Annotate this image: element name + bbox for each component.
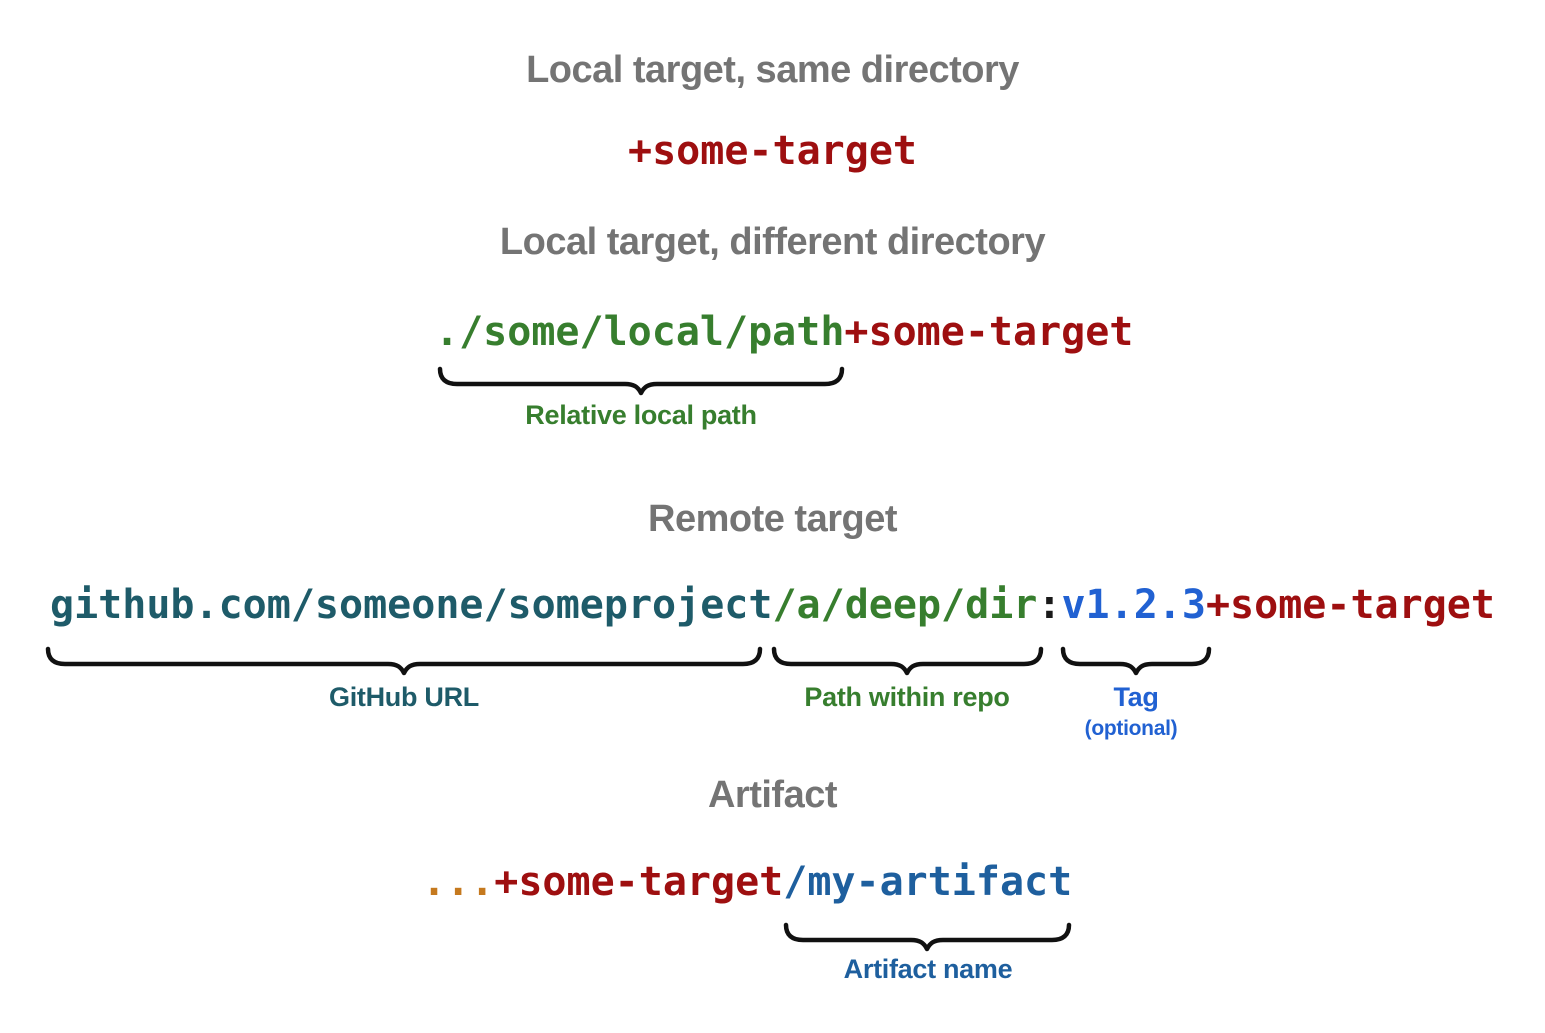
local-path-token: ./some/local/path [435,309,845,355]
target-name-token: +some-target [628,128,917,174]
target-name-token: +some-target [844,309,1134,355]
github-url-token: github.com/someone/someproject [50,582,773,628]
label-tag-optional: (optional) [1084,717,1178,740]
heading-local-target-same-directory: Local target, same directory [526,49,1019,91]
code-remote-target: github.com/someone/someproject/a/deep/di… [50,585,1495,625]
underbrace-tag [1060,646,1212,676]
code-artifact: ...+some-target/my-artifact [422,862,1072,902]
heading-remote-target: Remote target [648,498,898,540]
label-github-url: GitHub URL [329,682,479,712]
underbrace-artifact-name [783,922,1072,952]
code-local-target-same-dir: +some-target [0,131,1545,171]
repo-path-token: /a/deep/dir [772,582,1038,628]
target-name-token: +some-target [1205,582,1495,628]
underbrace-github-url [45,646,763,676]
heading-artifact: Artifact [707,774,838,816]
label-artifact-name: Artifact name [843,954,1013,984]
label-path-within-repo: Path within repo [804,682,1010,712]
label-relative-local-path: Relative local path [525,400,757,430]
underbrace-relative-local-path [437,366,845,396]
heading-local-target-different-directory: Local target, different directory [499,221,1046,263]
tag-token: v1.2.3 [1061,582,1206,628]
artifact-name-token: /my-artifact [783,859,1073,905]
ellipsis-token: ... [422,859,495,905]
target-name-token: +some-target [494,859,784,905]
underbrace-path-within-repo [771,646,1044,676]
colon-separator-token: : [1037,582,1062,628]
label-tag: Tag [1113,682,1159,712]
code-local-target-different-dir: ./some/local/path+some-target [435,312,1133,352]
